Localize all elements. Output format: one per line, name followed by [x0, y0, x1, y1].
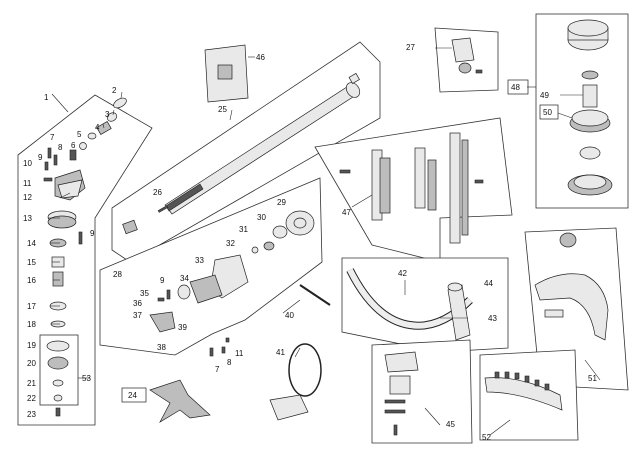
- handle-control-parts: [339, 132, 484, 244]
- callout-5: 5: [77, 130, 82, 139]
- callout-6: 6: [71, 141, 76, 150]
- callout-20: 20: [27, 359, 36, 368]
- callout-41: 41: [276, 348, 285, 357]
- bracket-27: [451, 37, 483, 74]
- leader-lines: [48, 47, 601, 436]
- callout-42: 42: [398, 269, 407, 278]
- callout-46: 46: [256, 53, 265, 62]
- callout-36: 36: [133, 299, 142, 308]
- callout-8b: 8: [227, 358, 232, 367]
- callout-numbers: 1 2 3 4 5 6 7 8 9 10 11 12 13 9 14 15 16…: [23, 43, 597, 442]
- callout-29: 29: [277, 198, 286, 207]
- callout-3: 3: [105, 110, 110, 119]
- callout-26: 26: [153, 188, 162, 197]
- callout-21: 21: [27, 379, 36, 388]
- callout-8: 8: [58, 143, 63, 152]
- callout-16: 16: [27, 276, 36, 285]
- callout-40: 40: [285, 311, 294, 320]
- callout-15: 15: [27, 258, 36, 267]
- callout-31: 31: [239, 225, 248, 234]
- strap-41: [269, 343, 322, 421]
- line-feed-parts: [484, 371, 563, 411]
- shaft-parts: [122, 72, 361, 235]
- callout-47: 47: [342, 208, 351, 217]
- callout-12: 12: [23, 193, 32, 202]
- rod-40: [299, 284, 331, 306]
- panel-engine-mount: [99, 177, 323, 356]
- callout-25: 25: [218, 105, 227, 114]
- callout-7b: 7: [215, 365, 220, 374]
- callout-23: 23: [27, 410, 36, 419]
- panel-handlebar: [341, 257, 509, 353]
- callout-45: 45: [446, 420, 455, 429]
- callout-1: 1: [44, 93, 49, 102]
- callout-19: 19: [27, 341, 36, 350]
- clamp-45-parts: [384, 351, 419, 436]
- callout-22: 22: [27, 394, 36, 403]
- callout-38: 38: [157, 343, 166, 352]
- callout-11: 11: [23, 179, 32, 188]
- callout-13: 13: [23, 214, 32, 223]
- callout-44: 44: [484, 279, 493, 288]
- callout-9: 9: [38, 153, 43, 162]
- callout-24: 24: [128, 391, 137, 400]
- callout-2: 2: [112, 86, 117, 95]
- panel-handle-controls: [314, 117, 513, 263]
- callout-39: 39: [178, 323, 187, 332]
- callout-17: 17: [27, 302, 36, 311]
- callout-49: 49: [540, 91, 549, 100]
- callout-34: 34: [180, 274, 189, 283]
- callout-53: 53: [82, 374, 91, 383]
- callout-18: 18: [27, 320, 36, 329]
- handlebar-parts: [346, 268, 473, 341]
- callout-14: 14: [27, 239, 36, 248]
- engine-mount-parts: [149, 210, 315, 357]
- callout-7: 7: [50, 133, 55, 142]
- callout-9c: 9: [160, 276, 165, 285]
- callout-37: 37: [133, 311, 142, 320]
- callout-28: 28: [113, 270, 122, 279]
- bump-head-parts: [507, 19, 613, 196]
- callout-33: 33: [195, 256, 204, 265]
- callout-10: 10: [23, 159, 32, 168]
- callout-52: 52: [482, 433, 491, 442]
- callout-35: 35: [140, 289, 149, 298]
- callout-50: 50: [543, 108, 552, 117]
- callout-9b: 9: [90, 229, 95, 238]
- guard-51: [534, 232, 609, 341]
- callout-48: 48: [511, 83, 520, 92]
- callout-51: 51: [588, 374, 597, 383]
- callout-30: 30: [257, 213, 266, 222]
- callout-43: 43: [488, 314, 497, 323]
- callout-27: 27: [406, 43, 415, 52]
- callout-11b: 11: [235, 349, 244, 358]
- callout-32: 32: [226, 239, 235, 248]
- blade-24: [121, 379, 211, 423]
- panel-guard: [524, 227, 629, 391]
- callout-4: 4: [95, 123, 100, 132]
